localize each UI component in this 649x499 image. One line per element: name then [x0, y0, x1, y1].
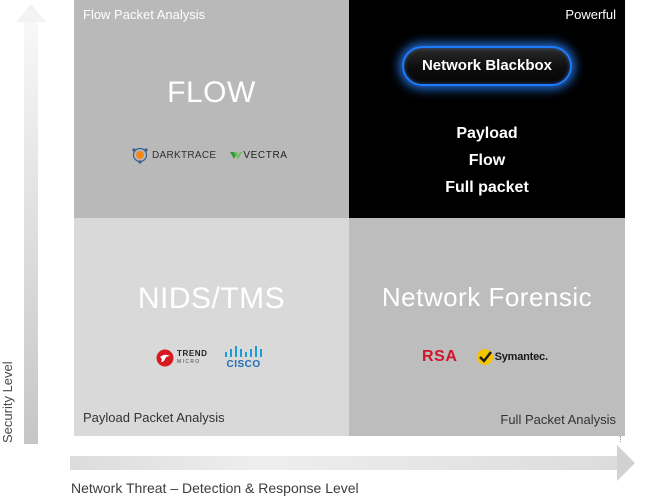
- trend-micro-logo-text: TREND: [177, 349, 208, 358]
- trend-micro-logo-subtext: MICRO: [177, 359, 201, 365]
- quadrant-forensic-logos: RSA Symantec.: [422, 348, 548, 366]
- quadrant-forensic-title: Network Forensic: [381, 282, 593, 312]
- quadrant-network-blackbox: Powerful Network Blackbox Payload Flow F…: [349, 0, 625, 218]
- quadrant-nids-logos: TREND MICRO: [156, 346, 264, 370]
- darktrace-logo-text: DARKTRACE: [152, 149, 217, 161]
- darktrace-logo-icon: [130, 145, 150, 165]
- y-axis-arrow: [16, 4, 50, 444]
- x-axis-shaft: [70, 456, 618, 470]
- vectra-logo: VECTRA: [230, 150, 287, 161]
- symantec-logo-icon: [476, 348, 494, 366]
- symantec-logo: Symantec.: [476, 348, 548, 366]
- x-axis-arrow: [70, 444, 640, 481]
- trend-micro-logo-icon: [156, 349, 174, 367]
- cisco-logo: CISCO: [224, 346, 264, 370]
- vectra-logo-text: VECTRA: [243, 149, 288, 161]
- quadrant-flow: Flow Packet Analysis FLOW DARKTRACE: [74, 0, 349, 218]
- symantec-logo-text: Symantec.: [494, 351, 548, 363]
- trend-micro-logo: TREND MICRO: [156, 349, 208, 367]
- rsa-logo-icon: RSA: [422, 348, 458, 365]
- x-axis-arrowhead-icon: [617, 445, 635, 481]
- network-blackbox-button[interactable]: Network Blackbox: [402, 46, 572, 86]
- blackbox-feature-list: Payload Flow Full packet: [349, 120, 625, 201]
- y-axis-shaft: [24, 20, 38, 444]
- feature-payload: Payload: [456, 125, 518, 142]
- edge-tick: [620, 436, 622, 442]
- cisco-logo-text: CISCO: [226, 359, 261, 370]
- quadrant-forensic-corner-label: Full Packet Analysis: [500, 412, 616, 427]
- x-axis-label: Network Threat – Detection & Response Le…: [71, 480, 359, 496]
- cisco-logo-icon: [224, 346, 264, 358]
- rsa-logo: RSA: [422, 348, 458, 366]
- quadrant-nids-tms: NIDS/TMS TREND MICRO: [74, 218, 349, 436]
- quadrant-network-forensic: Network Forensic RSA Symantec. Full Pack…: [349, 218, 625, 436]
- y-axis-label: Security Level: [0, 361, 15, 443]
- feature-flow: Flow: [468, 152, 506, 169]
- quadrant-flow-title: FLOW: [167, 76, 256, 109]
- y-axis-arrowhead-icon: [16, 4, 46, 22]
- feature-full-packet: Full packet: [445, 179, 529, 196]
- darktrace-logo: DARKTRACE: [130, 145, 216, 165]
- quadrant-flow-logos: DARKTRACE VECTRA: [130, 145, 288, 165]
- quadrant-blackbox-corner-label: Powerful: [565, 7, 616, 22]
- quadrant-nids-title: NIDS/TMS: [137, 282, 286, 315]
- vectra-logo-icon: [230, 150, 243, 160]
- quadrant-flow-corner-label: Flow Packet Analysis: [83, 7, 206, 22]
- quadrant-nids-corner-label: Payload Packet Analysis: [83, 410, 225, 425]
